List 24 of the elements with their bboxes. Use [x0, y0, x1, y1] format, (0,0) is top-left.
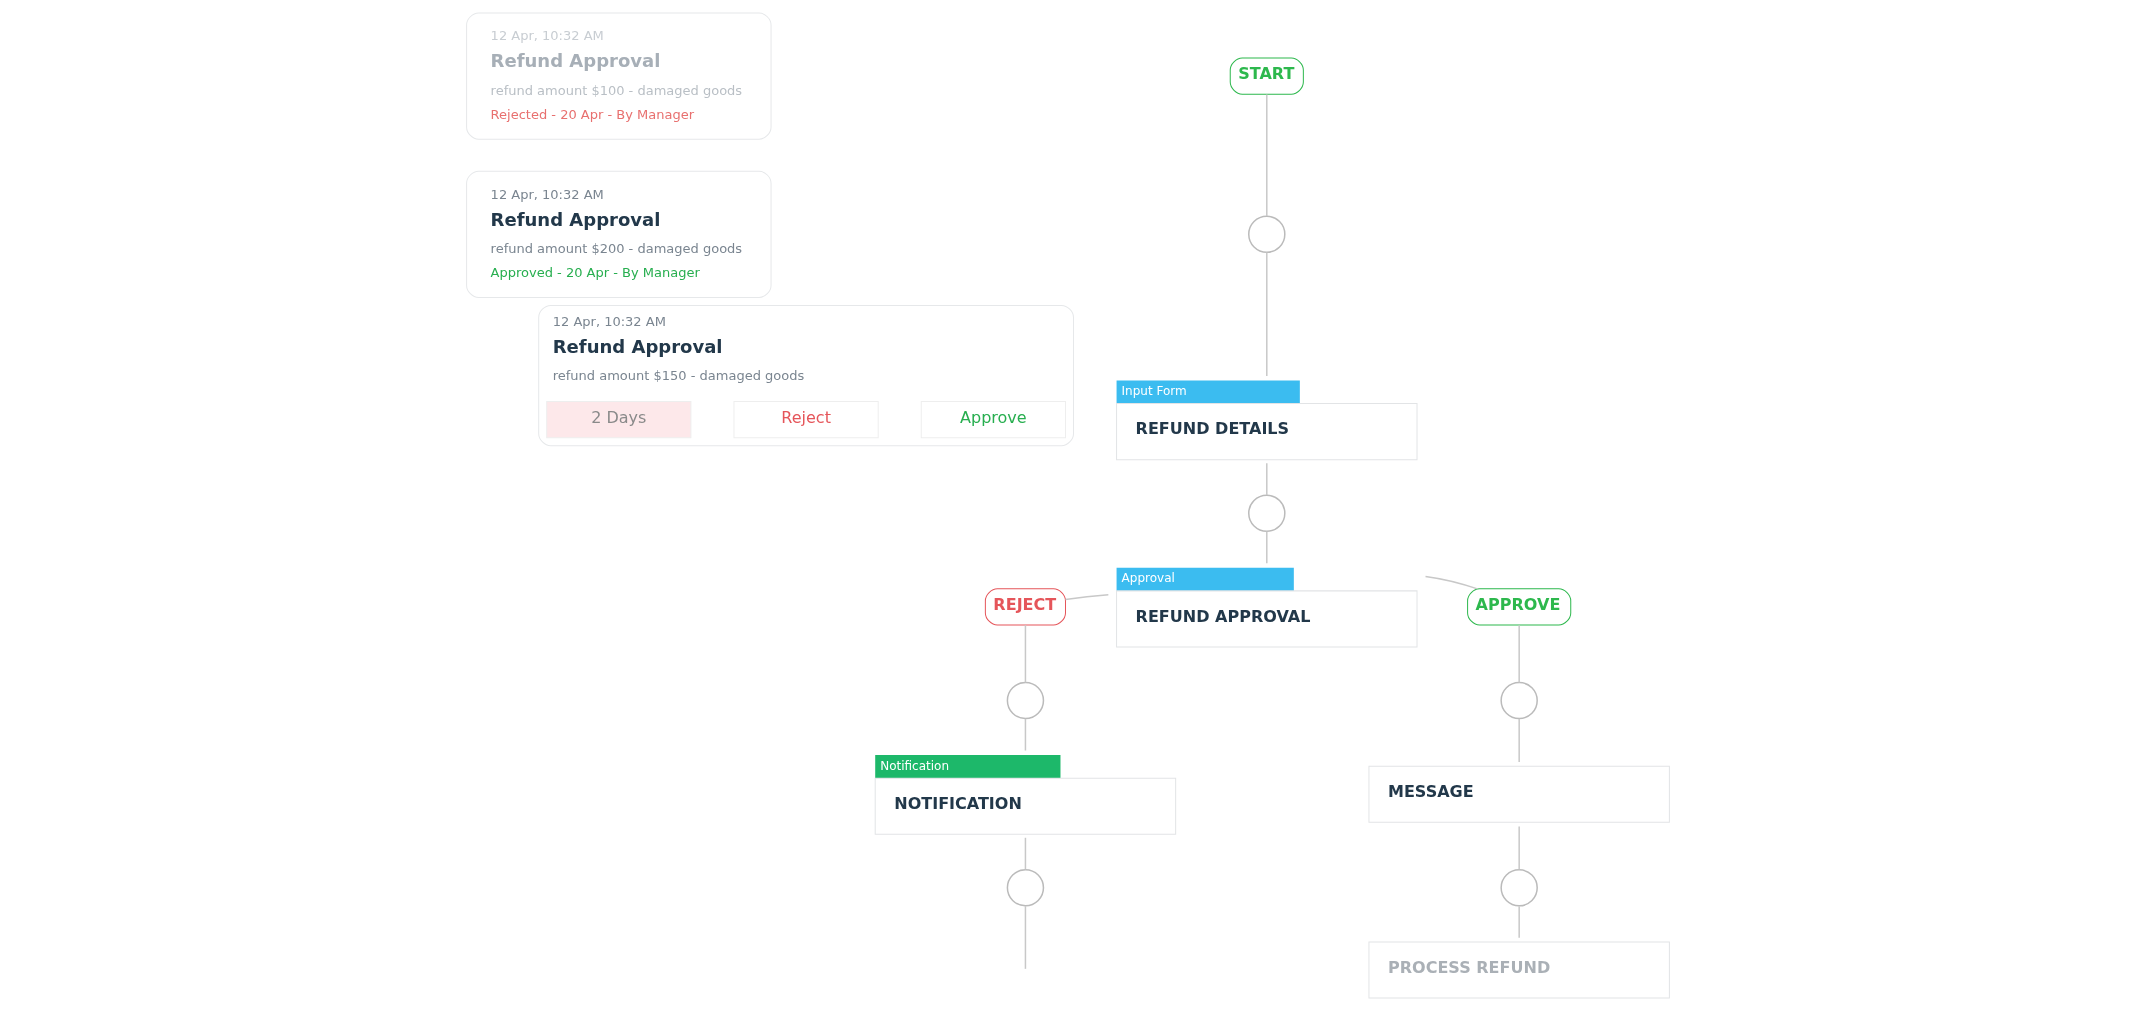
connector — [1518, 825, 1520, 870]
node-box: APPROVE — [1467, 587, 1572, 625]
node-circle — [1248, 494, 1286, 532]
connector — [1266, 93, 1268, 217]
node-circle — [1248, 215, 1286, 253]
node-circle — [1500, 681, 1538, 719]
connector — [1024, 717, 1027, 751]
connector — [1424, 575, 1479, 590]
connector — [1024, 836, 1027, 870]
node-circle — [1006, 868, 1045, 907]
connector — [1024, 904, 1027, 970]
connector — [1024, 623, 1027, 683]
connector — [1518, 717, 1520, 763]
node-circle — [1006, 681, 1045, 719]
node-circle — [1500, 868, 1538, 907]
connector — [1266, 530, 1268, 564]
connector — [1266, 461, 1268, 496]
node-box: REJECT — [984, 587, 1066, 625]
node-box: 12 Apr, 10:32 AM Refund Approval refund amount $200 - damaged goods Approved - 20 Apr - By Manager — [466, 170, 772, 298]
connector — [1518, 904, 1520, 938]
connector — [1266, 251, 1268, 377]
connector — [1064, 593, 1110, 600]
node-box: START — [1229, 57, 1304, 95]
connector — [1518, 623, 1520, 683]
